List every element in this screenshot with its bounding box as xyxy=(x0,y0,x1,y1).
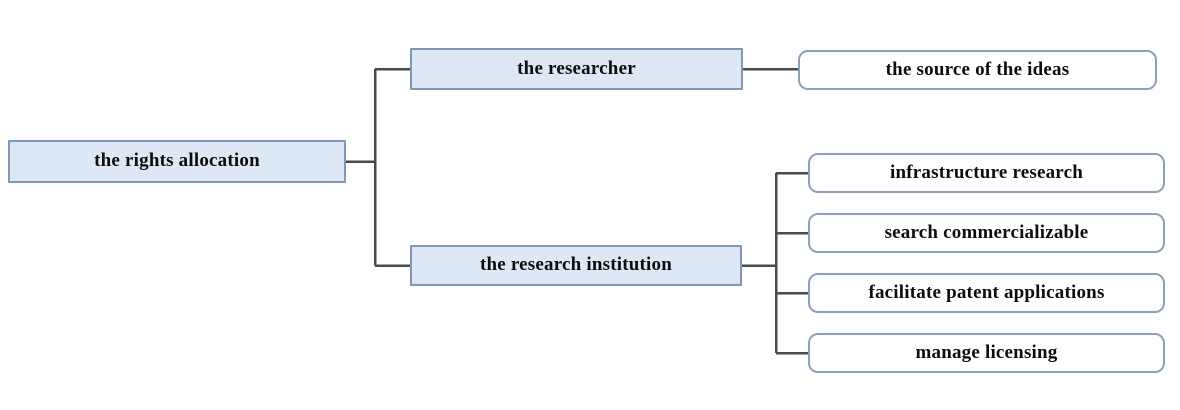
node-search-commercializable[interactable]: search commercializable xyxy=(808,213,1165,253)
node-infrastructure-research[interactable]: infrastructure research xyxy=(808,153,1165,193)
node-facilitate-patent-applications[interactable]: facilitate patent applications xyxy=(808,273,1165,313)
node-manage-licensing[interactable]: manage licensing xyxy=(808,333,1165,373)
node-the-source-of-the-ideas[interactable]: the source of the ideas xyxy=(798,50,1157,90)
node-rights-allocation[interactable]: the rights allocation xyxy=(8,140,346,183)
node-the-research-institution[interactable]: the research institution xyxy=(410,245,742,286)
node-the-researcher[interactable]: the researcher xyxy=(410,48,743,90)
